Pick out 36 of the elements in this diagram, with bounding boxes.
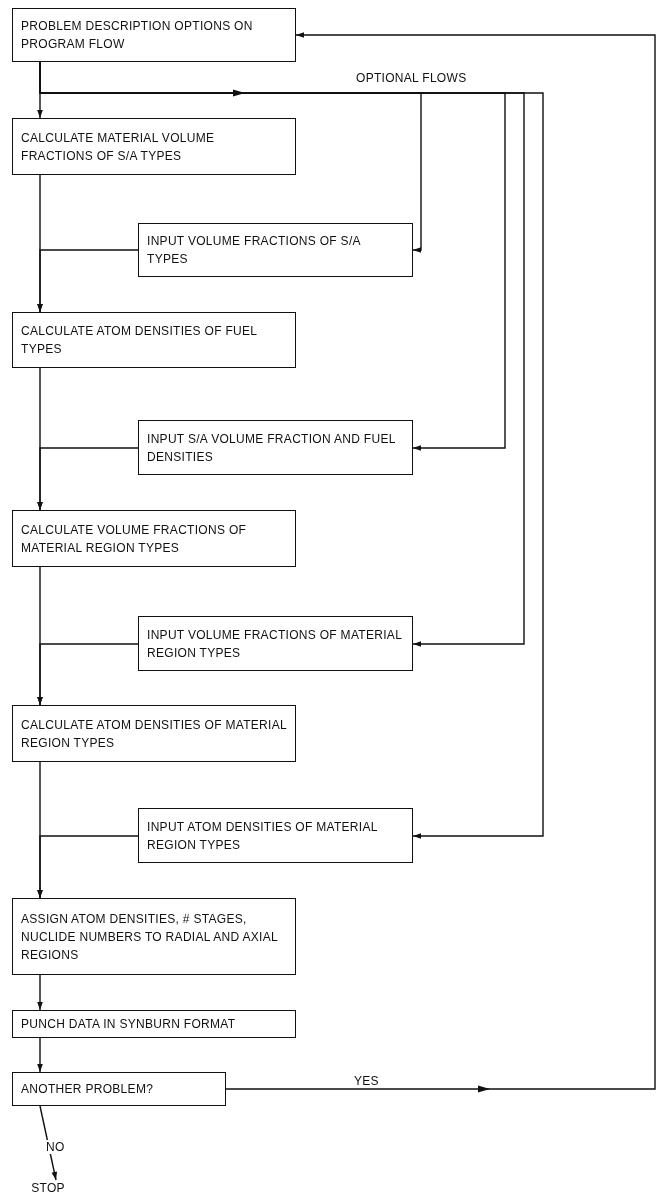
connector-arrow: [37, 249, 139, 313]
box-text: INPUT VOLUME FRACTIONS OF MATERIAL REGION TYPES: [147, 626, 403, 662]
process-box: [12, 312, 296, 368]
box-text: CALCULATE ATOM DENSITIES OF FUEL TYPES: [21, 323, 258, 358]
connector-arrow: [225, 32, 656, 1090]
box-text: INPUT VOLUME FRACTIONS OF S/A TYPES: [147, 233, 362, 268]
connector-arrow: [37, 974, 43, 1011]
box-text: ANOTHER PROBLEM?: [21, 1081, 154, 1098]
process-box: [138, 420, 413, 475]
process-box: [12, 705, 296, 762]
box-text: INPUT S/A VOLUME FRACTION AND FUEL DENSITIES: [147, 430, 397, 466]
process-box: [12, 898, 296, 975]
box-text: CALCULATE MATERIAL VOLUME FRACTIONS OF S/A TYPES: [21, 129, 216, 165]
box-text: PROBLEM DESCRIPTION OPTIONS ON PROGRAM FLOW: [21, 18, 254, 53]
connector-arrow: [37, 1037, 43, 1073]
box-text: CALCULATE VOLUME FRACTIONS OF MATERIAL REGION TYPES: [21, 521, 248, 557]
process-box: [12, 1010, 296, 1038]
edge-label: YES: [352, 1074, 381, 1088]
box-text: CALCULATE ATOM DENSITIES OF MATERIAL REGION TYPES: [21, 716, 287, 752]
connector-arrow: [39, 1105, 58, 1181]
process-box: [138, 223, 413, 277]
box-text: PUNCH DATA IN SYNBURN FORMAT: [21, 1016, 236, 1033]
terminal-text: STOP: [28, 1180, 68, 1196]
process-box: [12, 1072, 226, 1106]
connector-arrow: [37, 447, 139, 511]
process-box: [12, 8, 296, 62]
process-box: [12, 510, 296, 567]
process-box: [138, 616, 413, 671]
box-text: INPUT ATOM DENSITIES OF MATERIAL REGION TYPES: [147, 818, 379, 854]
note-label: OPTIONAL FLOWS: [354, 71, 469, 85]
edge-label: NO: [44, 1140, 67, 1154]
connector-arrow: [37, 835, 139, 899]
connector-arrow: [37, 643, 139, 706]
process-box: [138, 808, 413, 863]
process-box: [12, 118, 296, 175]
box-text: ASSIGN ATOM DENSITIES, # STAGES, NUCLIDE NUMBERS TO RADIAL AND AXIAL REGIONS: [21, 910, 279, 964]
